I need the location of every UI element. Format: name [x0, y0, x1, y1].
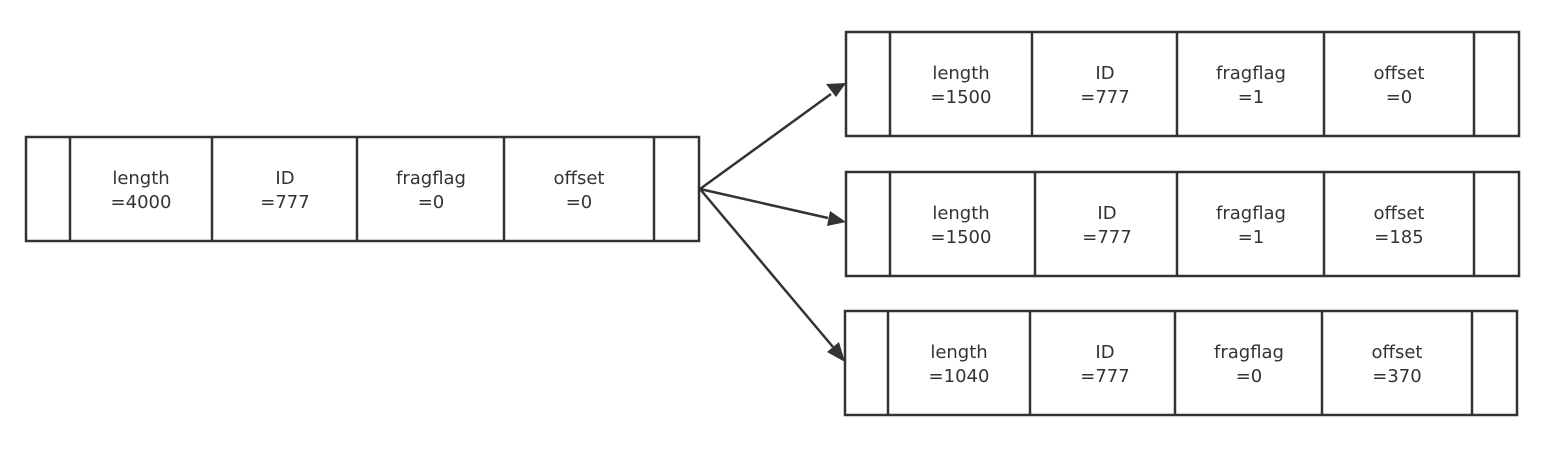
field-name-length: length: [112, 168, 169, 189]
arrowhead-icon: [826, 83, 846, 97]
field-value-offset: =370: [1372, 366, 1421, 387]
field-value-id: =777: [260, 192, 309, 213]
fragment-1-frame: [844, 30, 1521, 138]
arrowhead-icon: [827, 211, 846, 226]
field-name-id: ID: [275, 168, 294, 189]
arrow-line: [699, 92, 832, 191]
fragment-2: length =1500 ID =777 fragflag =1 offset …: [844, 170, 1521, 278]
field-name-fragflag: fragflag: [1214, 342, 1284, 363]
field-name-fragflag: fragflag: [1216, 63, 1286, 84]
field-name-offset: offset: [1374, 203, 1425, 224]
field-value-fragflag: =1: [1238, 87, 1265, 108]
field-value-offset: =0: [566, 192, 593, 213]
field-name-fragflag: fragflag: [1216, 203, 1286, 224]
fragment-3: length =1040 ID =777 fragflag =0 offset …: [843, 309, 1519, 417]
fragment-2-frame: [844, 170, 1521, 278]
arrow-to-fragment-2: [699, 187, 846, 226]
field-name-length: length: [932, 203, 989, 224]
field-name-id: ID: [1095, 342, 1114, 363]
field-name-id: ID: [1095, 63, 1114, 84]
field-name-length: length: [932, 63, 989, 84]
field-value-fragflag: =1: [1238, 227, 1265, 248]
field-value-length: =4000: [111, 192, 172, 213]
field-value-id: =777: [1080, 87, 1129, 108]
field-value-fragflag: =0: [418, 192, 445, 213]
fragment-1: length =1500 ID =777 fragflag =1 offset …: [844, 30, 1521, 138]
field-value-length: =1500: [931, 227, 992, 248]
field-name-offset: offset: [1372, 342, 1423, 363]
arrow-line: [699, 188, 834, 348]
arrowhead-icon: [827, 342, 845, 362]
field-name-offset: offset: [1374, 63, 1425, 84]
field-value-length: =1500: [931, 87, 992, 108]
field-name-fragflag: fragflag: [396, 168, 466, 189]
arrow-to-fragment-1: [699, 83, 846, 191]
arrow-line: [699, 187, 829, 220]
field-value-offset: =185: [1374, 227, 1423, 248]
original-packet: length =4000 ID =777 fragflag =0 offset …: [24, 135, 701, 243]
field-value-offset: =0: [1386, 87, 1413, 108]
original-packet-frame: [24, 135, 701, 243]
field-name-length: length: [930, 342, 987, 363]
field-value-fragflag: =0: [1236, 366, 1263, 387]
arrow-to-fragment-3: [699, 188, 845, 362]
fragment-3-frame: [843, 309, 1519, 417]
field-value-length: =1040: [929, 366, 990, 387]
field-name-offset: offset: [554, 168, 605, 189]
field-value-id: =777: [1080, 366, 1129, 387]
field-name-id: ID: [1097, 203, 1116, 224]
field-value-id: =777: [1082, 227, 1131, 248]
